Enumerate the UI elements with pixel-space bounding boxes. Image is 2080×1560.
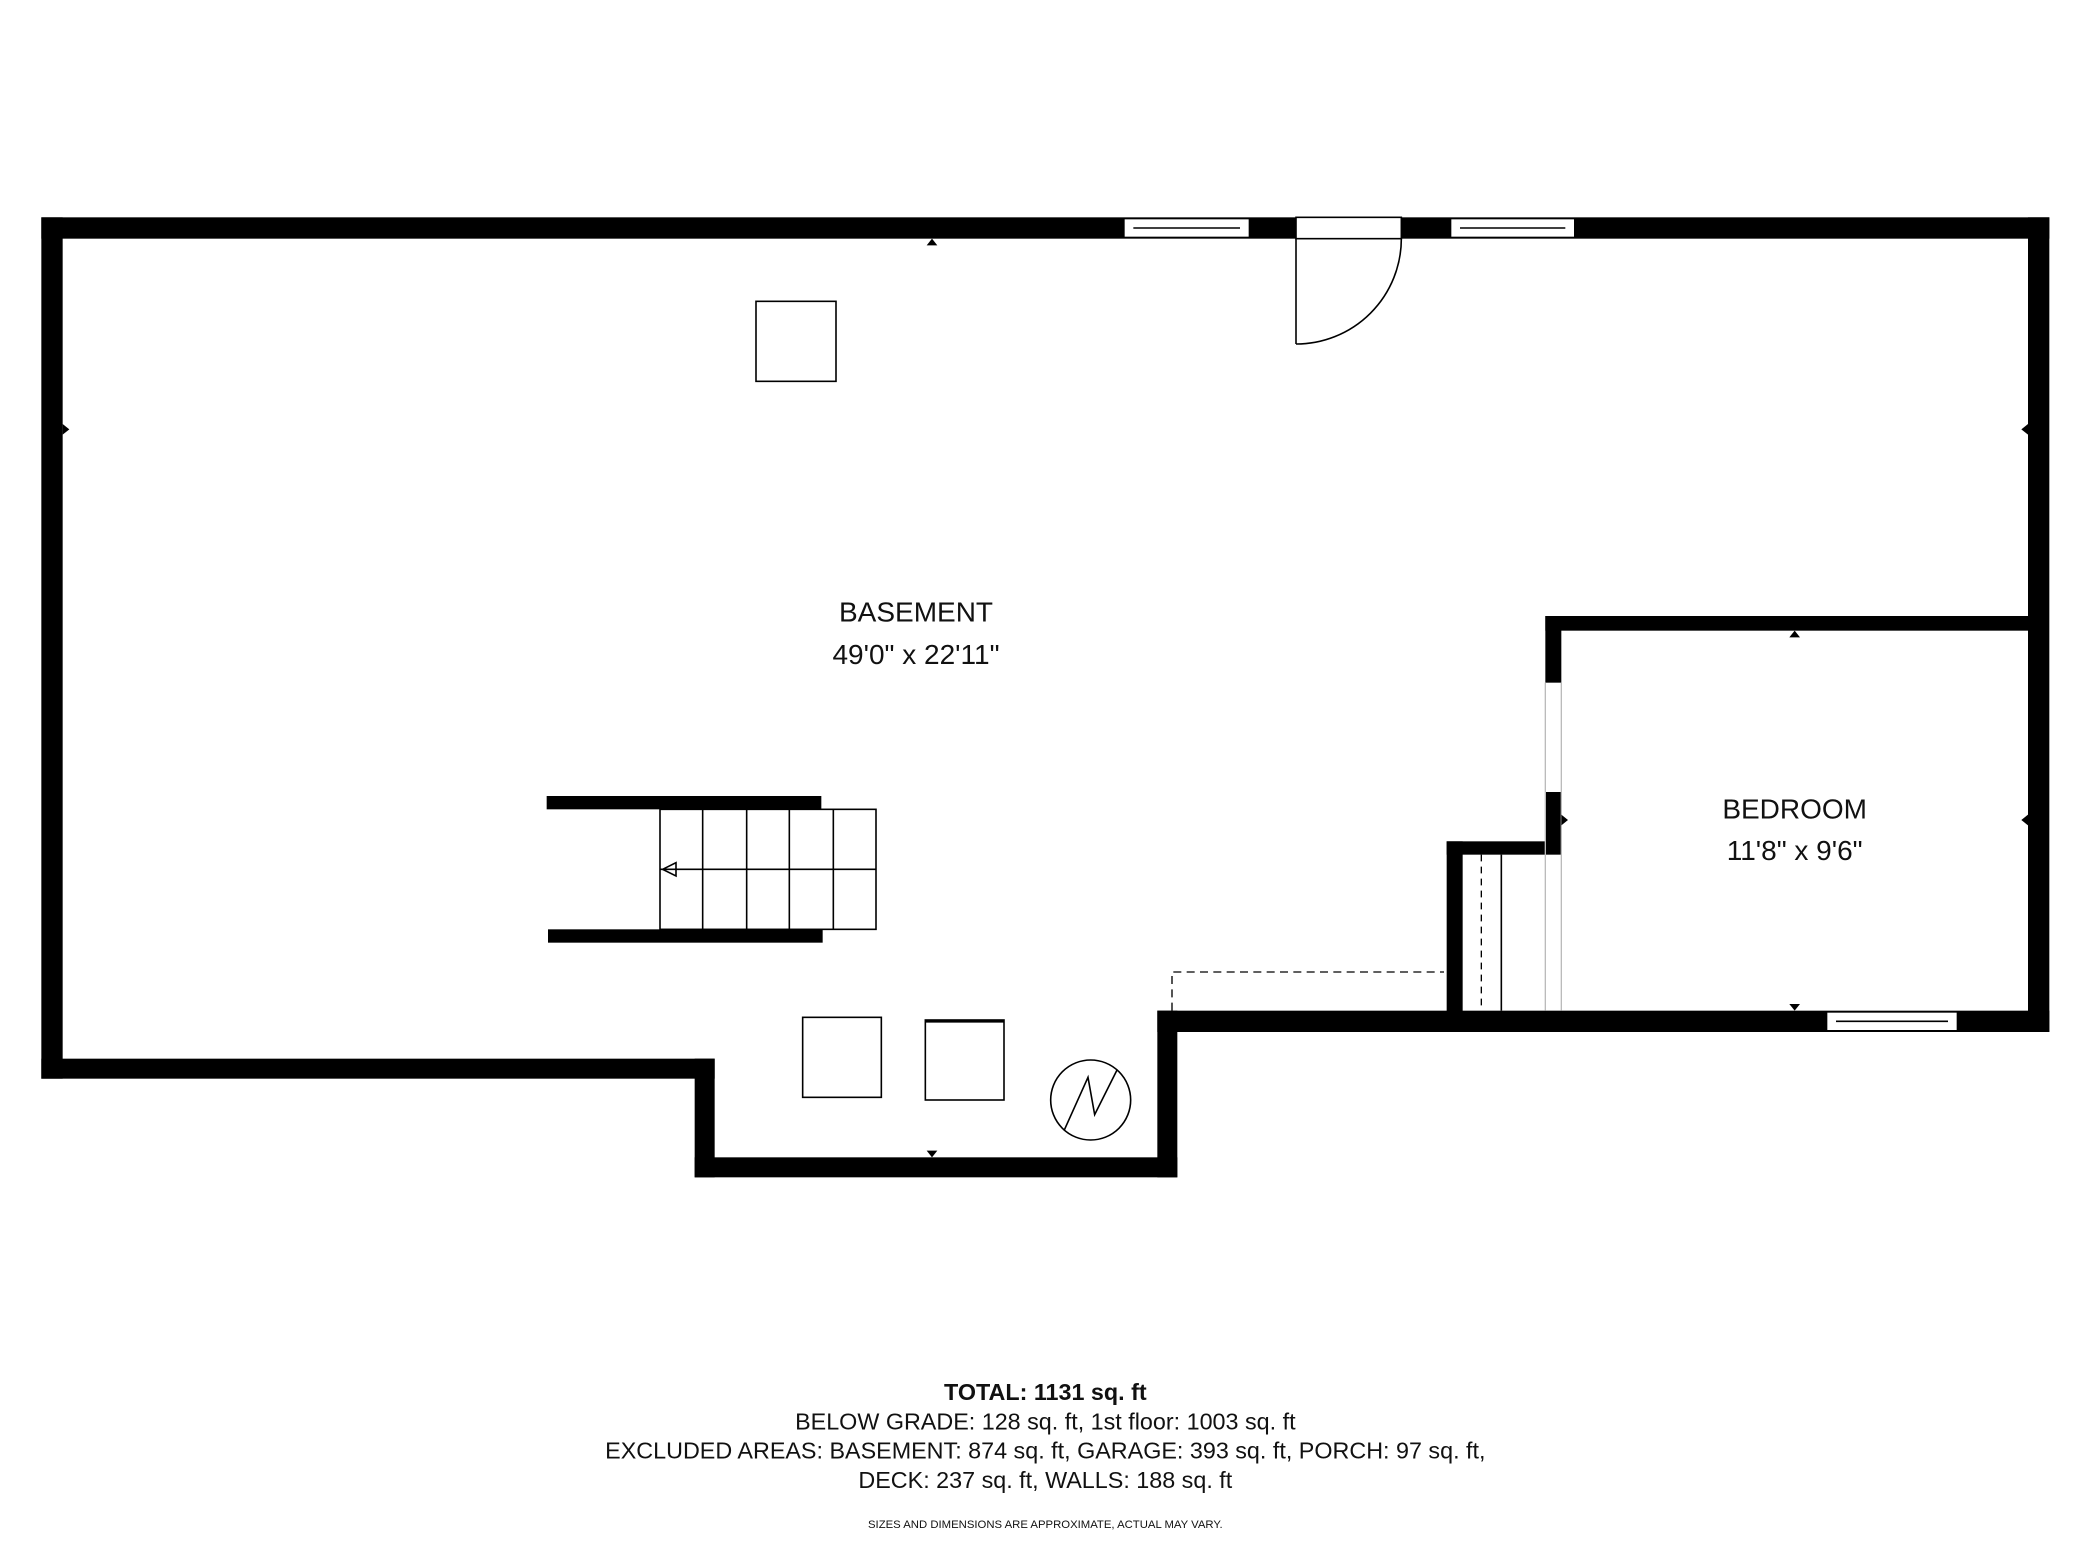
total-area: TOTAL: 1131 sq. ft	[944, 1379, 1147, 1405]
excluded-areas-continued: DECK: 237 sq. ft, WALLS: 188 sq. ft	[858, 1467, 1232, 1493]
room-dimensions-bedroom: 11'8" x 9'6"	[1727, 835, 1863, 866]
disclaimer: SIZES AND DIMENSIONS ARE APPROXIMATE, AC…	[868, 1519, 1223, 1531]
room-label-basement: BASEMENT	[839, 596, 993, 627]
fixtures	[755, 300, 1444, 1141]
stairs	[546, 796, 877, 943]
dimension-markers	[62, 238, 2028, 1158]
room-dimensions-basement: 49'0" x 22'11"	[832, 639, 999, 670]
area-breakdown: BELOW GRADE: 128 sq. ft, 1st floor: 1003…	[795, 1408, 1296, 1434]
excluded-areas: EXCLUDED AREAS: BASEMENT: 874 sq. ft, GA…	[605, 1438, 1485, 1464]
door	[1295, 216, 1403, 345]
interior-walls	[1446, 616, 2028, 1014]
room-label-bedroom: BEDROOM	[1722, 794, 1867, 825]
exterior-walls	[41, 217, 2050, 1178]
windows	[1123, 218, 1958, 1032]
